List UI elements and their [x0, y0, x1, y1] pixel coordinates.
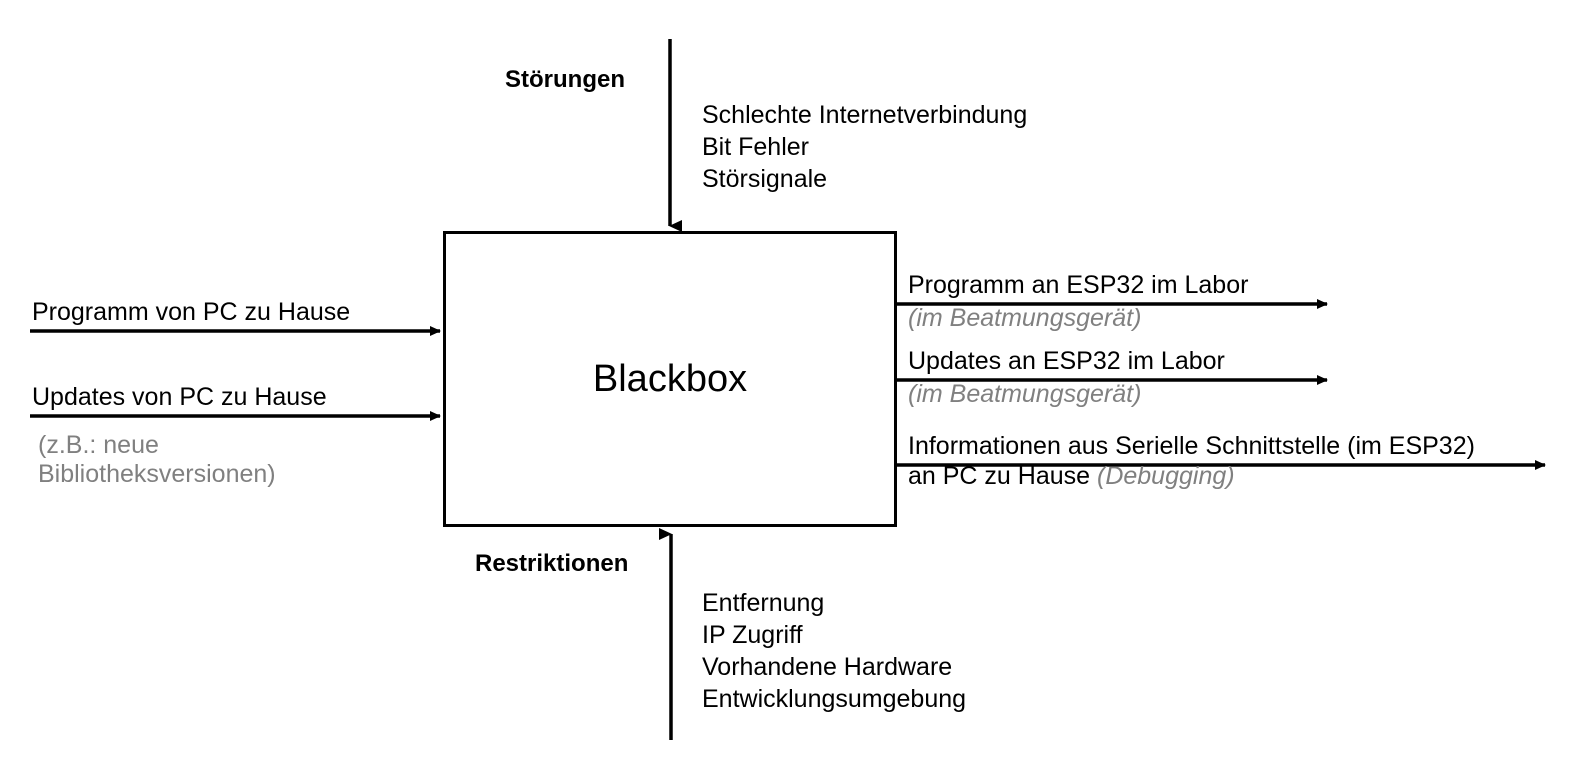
- restriktionen-item-4: Entwicklungsumgebung: [702, 685, 967, 713]
- restriktionen-item-1: Entfernung: [702, 589, 825, 617]
- stoerungen-item-2: Bit Fehler: [702, 133, 809, 161]
- system-boundary-box: Blackbox: [443, 231, 897, 527]
- output-3-label-line-2-main: an PC zu Hause: [908, 462, 1097, 490]
- output-3-label-line-1: Informationen aus Serielle Schnittstelle…: [908, 432, 1475, 460]
- stoerungen-item-3: Störsignale: [702, 165, 828, 193]
- blackbox-label-wrap: Blackbox: [446, 234, 894, 524]
- restriktionen-item-2: IP Zugriff: [702, 621, 803, 649]
- output-1-note: (im Beatmungsgerät): [908, 304, 1142, 332]
- input-2-note-line-2: Bibliotheksversionen): [38, 460, 276, 488]
- stoerungen-heading: Störungen: [505, 66, 625, 93]
- output-1-label: Programm an ESP32 im Labor: [908, 271, 1249, 299]
- output-3-label-line-2-note: (Debugging): [1097, 462, 1235, 490]
- stoerungen-item-1: Schlechte Internetverbindung: [702, 101, 1028, 129]
- input-2-label: Updates von PC zu Hause: [32, 383, 327, 411]
- blackbox-label: Blackbox: [592, 357, 748, 400]
- input-2-note-line-1: (z.B.: neue: [38, 431, 159, 459]
- restriktionen-heading: Restriktionen: [475, 550, 629, 577]
- input-1-label: Programm von PC zu Hause: [32, 298, 351, 326]
- output-2-note: (im Beatmungsgerät): [908, 380, 1142, 408]
- restriktionen-item-3: Vorhandene Hardware: [702, 653, 953, 681]
- output-2-label: Updates an ESP32 im Labor: [908, 347, 1225, 375]
- output-3-label-line-2: an PC zu Hause (Debugging): [908, 464, 1235, 489]
